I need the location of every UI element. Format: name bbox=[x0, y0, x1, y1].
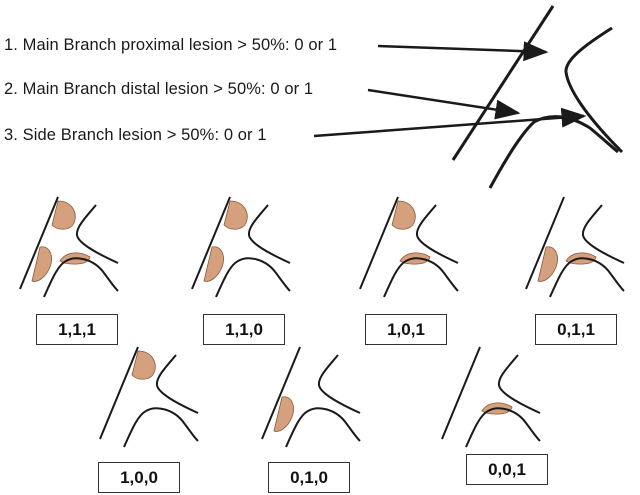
main-branch-left-wall bbox=[525, 196, 565, 290]
main-branch-right-wall bbox=[465, 407, 541, 448]
arrow-side bbox=[313, 107, 587, 138]
main-branch-right-wall bbox=[215, 257, 291, 298]
main-branch-right-wall bbox=[43, 257, 119, 298]
main-branch-left-wall bbox=[451, 5, 555, 161]
panel-1-0-0 bbox=[94, 345, 224, 495]
panel-1-1-0 bbox=[186, 195, 316, 345]
main-branch-left-wall bbox=[441, 346, 481, 440]
code-box: 0,1,1 bbox=[535, 314, 617, 345]
main-branch-right-wall bbox=[488, 115, 619, 189]
panel-1-0-1 bbox=[354, 195, 484, 345]
main-branch-left-wall bbox=[359, 196, 399, 290]
bifurcation-schematic bbox=[313, 5, 624, 189]
side-branch-upper-wall bbox=[415, 204, 459, 264]
criterion-proximal: 1. Main Branch proximal lesion > 50%: 0 … bbox=[4, 36, 338, 54]
side-branch-upper-wall bbox=[75, 204, 119, 264]
code-box: 1,1,1 bbox=[36, 314, 118, 345]
proximal-lesion bbox=[131, 350, 156, 380]
side-branch-upper-wall bbox=[317, 354, 361, 414]
side-branch-upper-wall bbox=[497, 354, 541, 414]
proximal-lesion bbox=[51, 200, 76, 230]
code-box: 0,0,1 bbox=[466, 454, 548, 485]
main-branch-right-wall bbox=[549, 257, 625, 298]
main-branch-right-wall bbox=[123, 407, 199, 448]
main-branch-right-wall bbox=[383, 257, 459, 298]
code-box: 0,1,0 bbox=[268, 462, 350, 493]
distal-lesion bbox=[31, 246, 52, 282]
code-box: 1,1,0 bbox=[203, 314, 285, 345]
main-branch-left-wall bbox=[261, 346, 301, 440]
arrow-proximal bbox=[377, 41, 549, 62]
panel-0-1-0 bbox=[256, 345, 386, 495]
distal-lesion bbox=[537, 246, 558, 282]
side-branch-upper-wall bbox=[155, 354, 199, 414]
distal-lesion bbox=[203, 246, 224, 282]
side-branch-upper-wall bbox=[581, 204, 625, 264]
panel-1-1-1 bbox=[14, 195, 144, 345]
distal-lesion bbox=[273, 396, 294, 432]
main-branch-right-wall bbox=[285, 407, 361, 448]
main-branch-left-wall bbox=[99, 346, 139, 440]
proximal-lesion bbox=[391, 200, 416, 230]
side-branch-upper-wall bbox=[247, 204, 291, 264]
criterion-side: 3. Side Branch lesion > 50%: 0 or 1 bbox=[4, 126, 267, 144]
code-box: 1,0,1 bbox=[365, 314, 447, 345]
code-box: 1,0,0 bbox=[98, 462, 180, 493]
side-branch-upper-wall bbox=[564, 26, 624, 154]
proximal-lesion bbox=[223, 200, 248, 230]
main-branch-left-wall bbox=[191, 196, 231, 290]
criterion-distal: 2. Main Branch distal lesion > 50%: 0 or… bbox=[4, 80, 314, 98]
panel-0-1-1 bbox=[520, 195, 640, 345]
panel-0-0-1 bbox=[436, 345, 566, 495]
main-branch-left-wall bbox=[19, 196, 59, 290]
arrow-distal bbox=[367, 88, 521, 120]
